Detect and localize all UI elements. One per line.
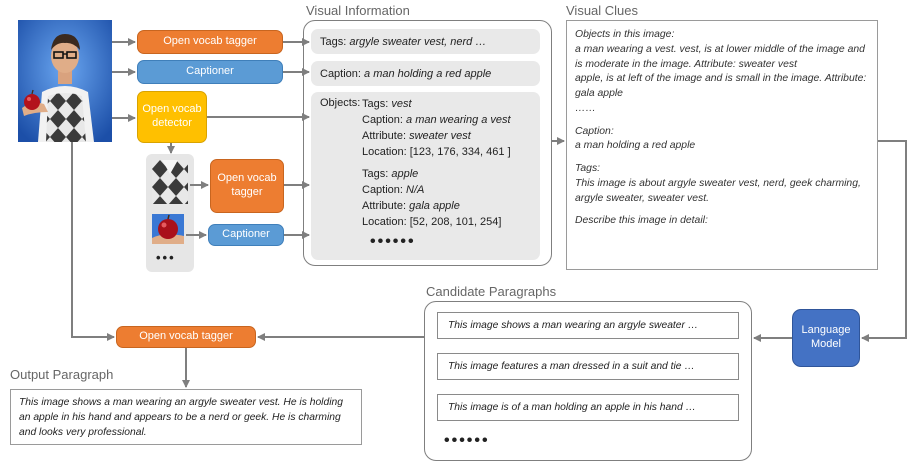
candidate-paragraph-2: This image features a man dressed in a s… (437, 353, 739, 380)
tagger-label: Open vocab tagger (163, 35, 257, 48)
caption-label: Caption: (320, 67, 361, 80)
tags-value: argyle sweater vest, nerd … (349, 35, 487, 48)
crop-tagger-label: Open vocab tagger (217, 172, 277, 198)
candidate-2-text: This image features a man dressed in a s… (448, 361, 695, 372)
object-entry-apple: Tags: apple Caption: N/A Attribute: gala… (362, 167, 501, 231)
crop-tagger-box: Open vocab tagger (210, 159, 284, 213)
objects-block (311, 92, 540, 260)
crops-ellipsis: ••• (156, 250, 176, 265)
input-photo (18, 20, 112, 142)
tags-row: Tags: argyle sweater vest, nerd … (311, 29, 540, 54)
obj1-tags-label: Tags: (362, 98, 389, 110)
objects-label: Objects: (320, 97, 361, 109)
vest-crop-image (152, 160, 188, 204)
captioner-label: Captioner (186, 65, 234, 78)
open-vocab-detector-box: Open vocab detector (137, 91, 207, 143)
candidate-paragraph-1: This image shows a man wearing an argyle… (437, 312, 739, 339)
clues-objects-line2: apple, is at left of the image and is sm… (575, 73, 867, 100)
output-paragraph-text: This image shows a man wearing an argyle… (19, 397, 343, 438)
candidate-1-text: This image shows a man wearing an argyle… (448, 320, 699, 331)
clues-objects-line1: a man wearing a vest. vest, is at lower … (575, 43, 865, 70)
caption-row: Caption: a man holding a red apple (311, 61, 540, 86)
obj2-attribute: gala apple (409, 199, 460, 212)
obj1-tags: vest (391, 98, 412, 110)
output-paragraph-title: Output Paragraph (10, 367, 114, 382)
obj1-attribute-label: Attribute: (362, 129, 407, 142)
bottom-tagger-box: Open vocab tagger (116, 326, 256, 348)
obj2-tags-label: Tags: (362, 168, 389, 180)
apple-crop-image (152, 214, 184, 244)
clues-caption-text: a man holding a red apple (575, 140, 696, 152)
obj1-caption: a man wearing a vest (406, 113, 511, 126)
obj2-caption-label: Caption: (362, 183, 403, 196)
tags-label: Tags: (320, 35, 347, 48)
candidates-ellipsis: •••••• (444, 432, 490, 449)
captioner-box: Captioner (137, 60, 283, 84)
caption-value: a man holding a red apple (364, 67, 492, 80)
crop-captioner-label: Captioner (222, 228, 270, 241)
obj1-caption-label: Caption: (362, 113, 403, 126)
clues-caption-header: Caption: (575, 125, 614, 137)
open-vocab-tagger-box: Open vocab tagger (137, 30, 283, 54)
bottom-tagger-label: Open vocab tagger (139, 330, 233, 343)
visual-clues-box: Objects in this image: a man wearing a v… (566, 20, 878, 270)
candidate-3-text: This image is of a man holding an apple … (448, 402, 696, 413)
candidate-paragraph-3: This image is of a man holding an apple … (437, 394, 739, 421)
obj1-location: [123, 176, 334, 461 ] (409, 145, 511, 158)
obj1-attribute: sweater vest (409, 129, 471, 142)
object-entry-vest: Tags: vest Caption: a man wearing a vest… (362, 97, 511, 161)
clues-tags-text: This image is about argyle sweater vest,… (575, 177, 861, 204)
clues-objects-more: …… (575, 102, 596, 114)
obj2-tags: apple (391, 168, 419, 180)
language-model-box: Language Model (792, 309, 860, 367)
detector-label: Open vocab detector (142, 103, 202, 129)
obj2-caption: N/A (406, 183, 425, 196)
obj2-location-label: Location: (362, 215, 407, 228)
crop-captioner-box: Captioner (208, 224, 284, 246)
obj1-location-label: Location: (362, 145, 407, 158)
clues-prompt: Describe this image in detail: (575, 215, 708, 227)
obj2-attribute-label: Attribute: (362, 199, 407, 212)
clues-objects-header: Objects in this image: (575, 29, 675, 40)
visual-clues-title: Visual Clues (566, 3, 639, 18)
candidate-paragraphs-title: Candidate Paragraphs (426, 284, 557, 299)
language-model-label: Language Model (801, 324, 851, 350)
output-paragraph-box: This image shows a man wearing an argyle… (10, 389, 362, 445)
obj2-location: [52, 208, 101, 254] (409, 215, 502, 228)
visual-information-title: Visual Information (306, 3, 410, 18)
clues-tags-header: Tags: (575, 163, 601, 175)
objects-ellipsis: •••••• (370, 233, 416, 250)
